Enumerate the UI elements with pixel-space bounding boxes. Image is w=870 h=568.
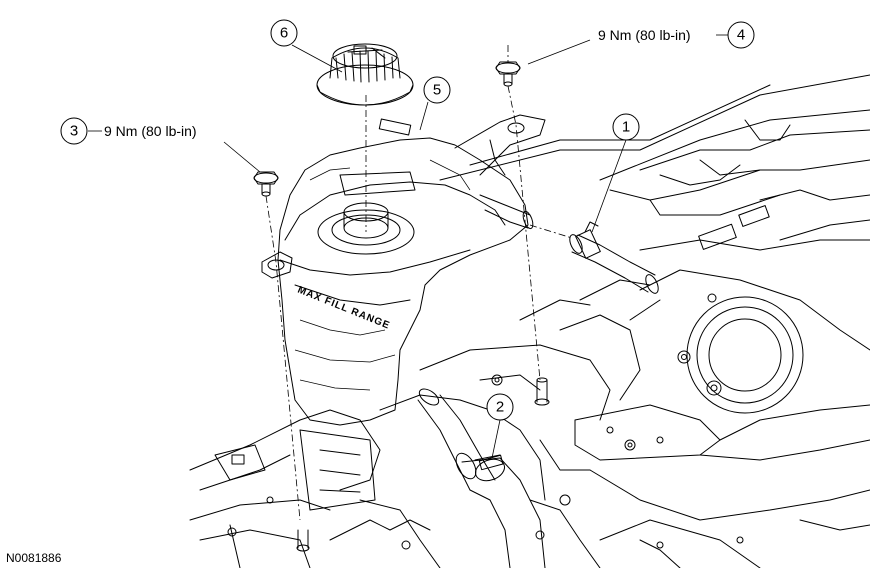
- callout-3: 3 9 Nm (80 lb-in): [60, 117, 197, 145]
- callout-5-number: 5: [433, 82, 441, 99]
- bolt-item-4: [495, 61, 521, 87]
- callout-3-number: 3: [70, 123, 78, 140]
- figure-id: N0081886: [6, 551, 62, 565]
- lower-hose-clamp: [478, 454, 504, 471]
- lower-coolant-hose: [417, 388, 546, 568]
- callout-6-number: 6: [280, 25, 288, 42]
- callout-2-number: 2: [496, 399, 504, 416]
- callout-2: 2: [486, 393, 514, 421]
- callout-4-number: 4: [737, 27, 745, 44]
- callout-1: 1: [612, 113, 640, 141]
- leader-lines: [88, 34, 728, 459]
- callout-6: 6: [270, 19, 298, 47]
- upper-coolant-hose: [569, 234, 659, 294]
- callout-3-torque-spec: 9 Nm (80 lb-in): [104, 123, 197, 139]
- callout-1-number: 1: [622, 119, 630, 136]
- callout-4-torque-spec: 9 Nm (80 lb-in): [598, 27, 691, 43]
- callout-5: 5: [423, 76, 451, 104]
- upper-hose-clamp: [575, 221, 601, 259]
- lower-left-structure: [189, 394, 461, 568]
- tank-fill-marking: MAX FILL RANGE: [296, 285, 392, 332]
- callout-4: 4 9 Nm (80 lb-in): [598, 21, 755, 49]
- coolant-reservoir: [261, 114, 546, 426]
- assembly-center-lines: [265, 45, 573, 521]
- lower-left-stud: [296, 529, 310, 552]
- lower-mount-stud: [534, 377, 550, 406]
- reservoir-cap: [316, 43, 414, 106]
- engine-compartment-structure: [419, 74, 870, 568]
- bolt-item-3: [253, 171, 279, 197]
